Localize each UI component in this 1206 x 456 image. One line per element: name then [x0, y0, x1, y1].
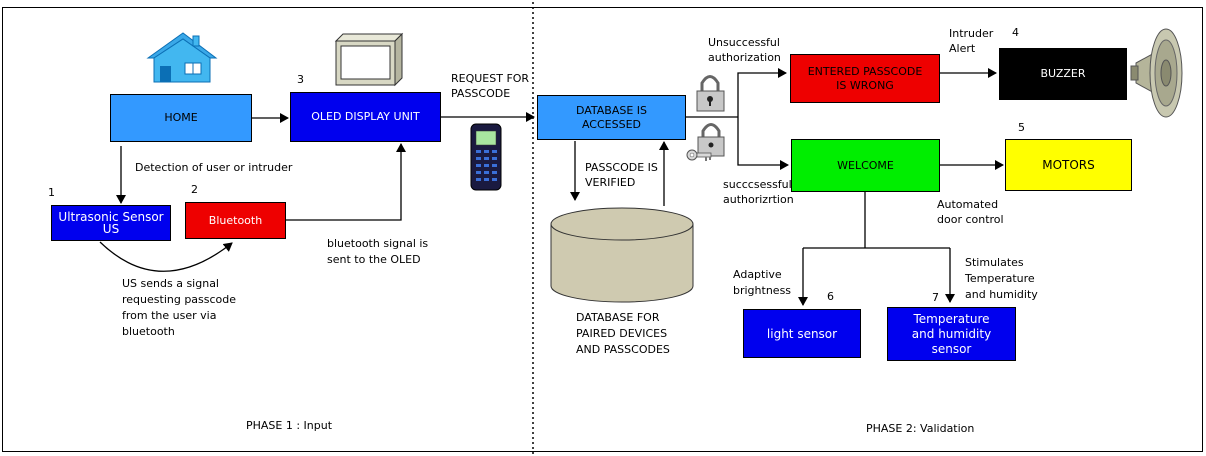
phase2-caption: PHASE 2: Validation: [866, 422, 975, 435]
step-number-3: 3: [297, 73, 304, 86]
bluetooth-signal-label: bluetooth signal is sent to the OLED: [327, 237, 429, 266]
bluetooth-node: Bluetooth: [185, 202, 286, 239]
home-node: HOME: [110, 94, 252, 142]
welcome-node: WELCOME: [791, 139, 940, 192]
stimulates-label: Stimulates Temperature and humidity: [965, 256, 1038, 301]
light-sensor-node: light sensor: [743, 309, 861, 358]
passcode-verified-label: PASSCODE IS VERIFIED: [585, 161, 658, 189]
step-number-1: 1: [48, 186, 55, 199]
motors-node: MOTORS: [1005, 139, 1132, 191]
step-number-6: 6: [827, 290, 834, 303]
database-cylinder-icon: [550, 207, 694, 303]
diagram-frame: [2, 7, 1203, 452]
arrow-split-wrong: [737, 68, 787, 117]
padlock-icon: [696, 75, 725, 112]
oled-display-node: OLED DISPLAY UNIT: [290, 92, 441, 142]
arrow-split-welcome: [737, 117, 789, 170]
database-label: DATABASE FOR PAIRED DEVICES AND PASSCODE…: [576, 311, 670, 356]
ultrasonic-sensor-node: Ultrasonic Sensor US: [51, 205, 171, 241]
unsuccessful-label: Unsuccessful authorization: [708, 36, 781, 64]
step-number-5: 5: [1018, 121, 1025, 134]
temp-humidity-sensor-node: Temperature and humidity sensor: [887, 307, 1016, 361]
us-signal-label: US sends a signal requesting passcode fr…: [122, 277, 237, 338]
detection-label: Detection of user or intruder: [135, 161, 293, 174]
house-icon: [146, 32, 218, 83]
database-accessed-node: DATABASE IS ACCESSED: [537, 95, 686, 140]
adaptive-brightness-label: Adaptive brightness: [733, 268, 792, 297]
monitor-icon: [334, 32, 404, 87]
buzzer-node: BUZZER: [999, 48, 1127, 100]
automated-door-label: Automated door control: [937, 198, 1004, 226]
key-padlock-icon: [686, 123, 725, 161]
intruder-alert-label: Intruder Alert: [949, 27, 994, 55]
arrow-bluetooth-oled: [286, 143, 406, 221]
step-number-7: 7: [932, 291, 939, 304]
request-passcode-label: REQUEST FOR PASSCODE: [451, 72, 530, 100]
phase1-caption: PHASE 1 : Input: [246, 419, 333, 432]
arrow-ultrasonic-bluetooth: [99, 241, 233, 272]
step-number-4: 4: [1012, 26, 1019, 39]
step-number-2: 2: [191, 183, 198, 196]
passcode-wrong-node: ENTERED PASSCODE IS WRONG: [790, 54, 940, 103]
phone-icon: [470, 123, 502, 191]
speaker-horn-icon: [1130, 28, 1183, 118]
successful-label: succcsessful authorizrtion: [723, 178, 794, 206]
